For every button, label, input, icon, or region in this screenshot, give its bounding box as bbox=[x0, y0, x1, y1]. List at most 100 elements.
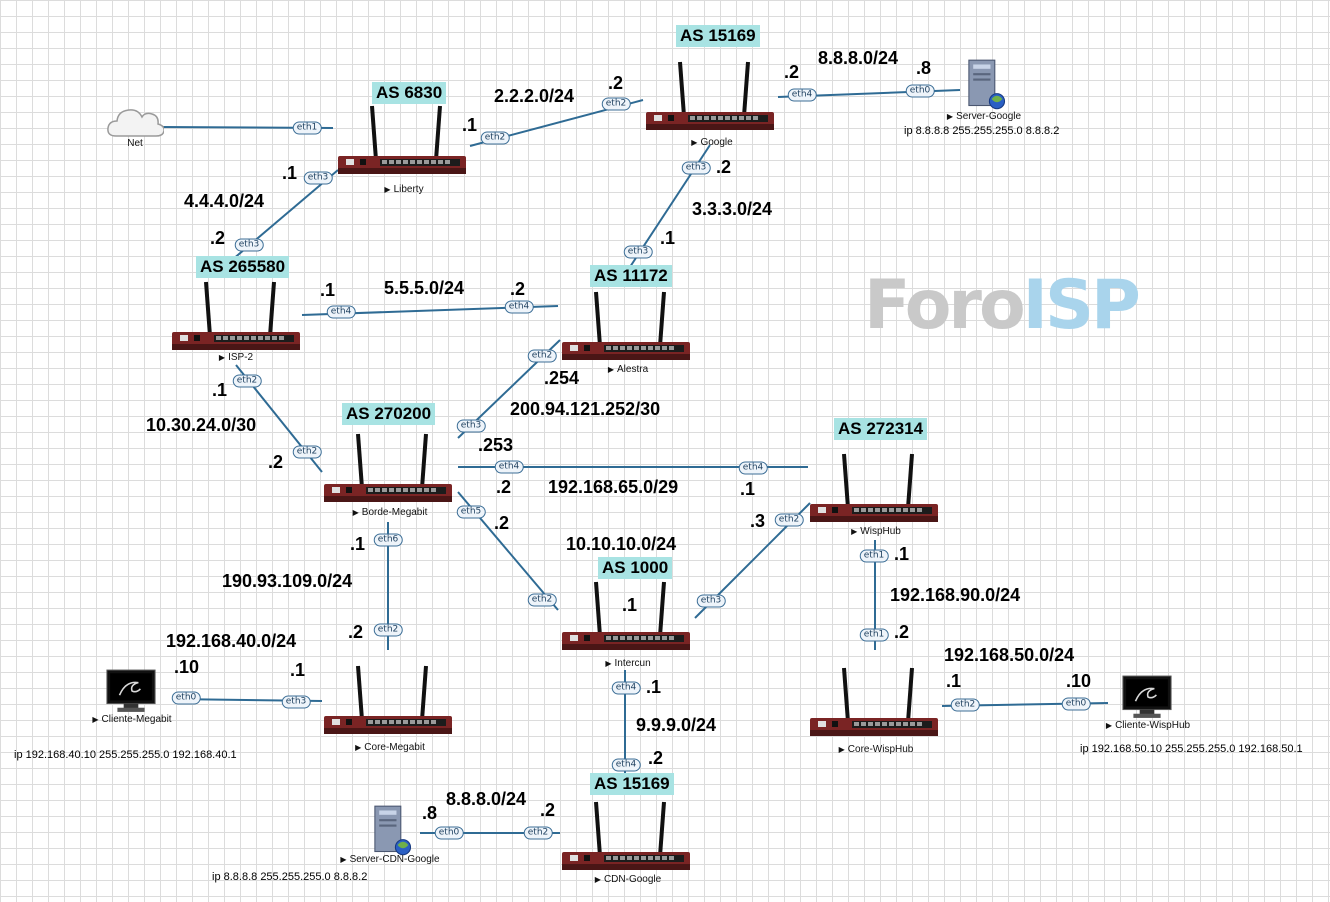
device-label-cdn-google: ▶CDN-Google bbox=[594, 874, 662, 885]
router-icon[interactable] bbox=[644, 60, 776, 132]
router-icon[interactable] bbox=[322, 432, 454, 504]
device-label-core-wisphub: ▶Core-WispHub bbox=[838, 744, 914, 755]
port-tag[interactable]: eth2 bbox=[292, 445, 322, 459]
port-tag[interactable]: eth2 bbox=[774, 513, 804, 527]
as-label-google: AS 15169 bbox=[676, 25, 760, 47]
ip-label: .1 bbox=[320, 280, 336, 300]
ip-label: .2 bbox=[784, 62, 800, 82]
ip-label: .1 bbox=[622, 595, 638, 615]
port-tag[interactable]: eth3 bbox=[234, 238, 264, 252]
ip-label: .1 bbox=[462, 115, 478, 135]
ip-label: .2 bbox=[496, 477, 512, 497]
port-tag[interactable]: eth6 bbox=[373, 533, 403, 547]
ip-label: .254 bbox=[544, 368, 580, 388]
device-label-server-cdn: ▶Server-CDN-Google bbox=[340, 854, 440, 865]
as-label-cdn: AS 15169 bbox=[590, 773, 674, 795]
ip-label: .2 bbox=[608, 73, 624, 93]
port-tag[interactable]: eth1 bbox=[859, 549, 889, 563]
port-tag[interactable]: eth2 bbox=[232, 374, 262, 388]
port-tag[interactable]: eth5 bbox=[456, 505, 486, 519]
router-icon[interactable] bbox=[808, 452, 940, 524]
port-tag[interactable]: eth4 bbox=[494, 460, 524, 474]
port-tag[interactable]: eth4 bbox=[504, 300, 534, 314]
server-icon[interactable] bbox=[368, 804, 412, 858]
as-label-alestra: AS 11172 bbox=[590, 265, 672, 287]
device-label-server-google: ▶Server-Google bbox=[946, 111, 1022, 122]
ip-label: .2 bbox=[894, 622, 910, 642]
network-label: 10.10.10.0/24 bbox=[566, 534, 677, 554]
monitor-icon[interactable] bbox=[1120, 674, 1174, 720]
port-tag[interactable]: eth1 bbox=[859, 628, 889, 642]
network-label: 8.8.8.0/24 bbox=[446, 789, 527, 809]
port-tag[interactable]: eth3 bbox=[303, 171, 333, 185]
as-label-isp2: AS 265580 bbox=[196, 256, 290, 278]
port-tag[interactable]: eth1 bbox=[292, 121, 322, 135]
network-label: 2.2.2.0/24 bbox=[494, 86, 575, 106]
ip-label: .1 bbox=[660, 228, 676, 248]
ip-label: .8 bbox=[422, 803, 438, 823]
ip-label: .10 bbox=[174, 657, 200, 677]
device-label-intercun: ▶Intercun bbox=[605, 658, 651, 669]
server-icon[interactable] bbox=[962, 58, 1006, 112]
as-label-wisphub: AS 272314 bbox=[834, 418, 928, 440]
port-tag[interactable]: eth2 bbox=[601, 97, 631, 111]
port-tag[interactable]: eth3 bbox=[623, 245, 653, 259]
config-cliente-megabit: ip 192.168.40.10 255.255.255.0 192.168.4… bbox=[14, 749, 237, 761]
device-label-cliente-megabit: ▶Cliente-Megabit bbox=[92, 714, 172, 725]
ip-label: .1 bbox=[282, 163, 298, 183]
port-tag[interactable]: eth3 bbox=[681, 161, 711, 175]
device-label-alestra: ▶Alestra bbox=[607, 364, 649, 375]
port-tag[interactable]: eth0 bbox=[171, 691, 201, 705]
config-server-google: ip 8.8.8.8 255.255.255.0 8.8.8.2 bbox=[904, 125, 1060, 137]
port-tag[interactable]: eth3 bbox=[696, 594, 726, 608]
network-label: 9.9.9.0/24 bbox=[636, 715, 717, 735]
router-icon[interactable] bbox=[560, 580, 692, 652]
port-tag[interactable]: eth3 bbox=[456, 419, 486, 433]
device-label-net: Net bbox=[127, 138, 143, 149]
ip-label: .1 bbox=[894, 544, 910, 564]
ip-label: .2 bbox=[648, 748, 664, 768]
port-tag[interactable]: eth0 bbox=[1061, 697, 1091, 711]
device-label-isp2: ▶ISP-2 bbox=[218, 352, 254, 363]
port-tag[interactable]: eth4 bbox=[611, 758, 641, 772]
network-label: 8.8.8.0/24 bbox=[818, 48, 899, 68]
port-tag[interactable]: eth3 bbox=[281, 695, 311, 709]
port-tag[interactable]: eth4 bbox=[787, 88, 817, 102]
port-tag[interactable]: eth0 bbox=[905, 84, 935, 98]
ip-label: .2 bbox=[716, 157, 732, 177]
router-icon[interactable] bbox=[560, 800, 692, 872]
ip-label: .2 bbox=[348, 622, 364, 642]
port-tag[interactable]: eth2 bbox=[480, 131, 510, 145]
ip-label: .2 bbox=[268, 452, 284, 472]
port-tag[interactable]: eth2 bbox=[950, 698, 980, 712]
as-label-intercun: AS 1000 bbox=[598, 557, 673, 579]
monitor-icon[interactable] bbox=[104, 668, 158, 714]
router-icon[interactable] bbox=[170, 280, 302, 352]
port-tag[interactable]: eth2 bbox=[373, 623, 403, 637]
config-server-cdn: ip 8.8.8.8 255.255.255.0 8.8.8.2 bbox=[212, 871, 368, 883]
network-label: 5.5.5.0/24 bbox=[384, 278, 465, 298]
port-tag[interactable]: eth0 bbox=[434, 826, 464, 840]
port-tag[interactable]: eth4 bbox=[738, 461, 768, 475]
port-tag[interactable]: eth4 bbox=[611, 681, 641, 695]
router-icon[interactable] bbox=[322, 664, 454, 736]
ip-label: .1 bbox=[740, 479, 756, 499]
ip-label: .2 bbox=[540, 800, 556, 820]
device-label-wisphub: ▶WispHub bbox=[851, 526, 901, 537]
router-icon[interactable] bbox=[336, 104, 468, 176]
ip-label: .10 bbox=[1066, 671, 1092, 691]
ip-label: .8 bbox=[916, 58, 932, 78]
ip-label: .3 bbox=[750, 511, 766, 531]
ip-label: .2 bbox=[210, 228, 226, 248]
port-tag[interactable]: eth2 bbox=[527, 349, 557, 363]
router-icon[interactable] bbox=[560, 290, 692, 362]
device-label-core-megabit: ▶Core-Megabit bbox=[355, 742, 425, 753]
port-tag[interactable]: eth2 bbox=[523, 826, 553, 840]
ip-label: .1 bbox=[290, 660, 306, 680]
router-icon[interactable] bbox=[808, 666, 940, 738]
network-label: 192.168.90.0/24 bbox=[890, 585, 1021, 605]
network-label: 200.94.121.252/30 bbox=[510, 399, 661, 419]
port-tag[interactable]: eth4 bbox=[326, 305, 356, 319]
port-tag[interactable]: eth2 bbox=[527, 593, 557, 607]
